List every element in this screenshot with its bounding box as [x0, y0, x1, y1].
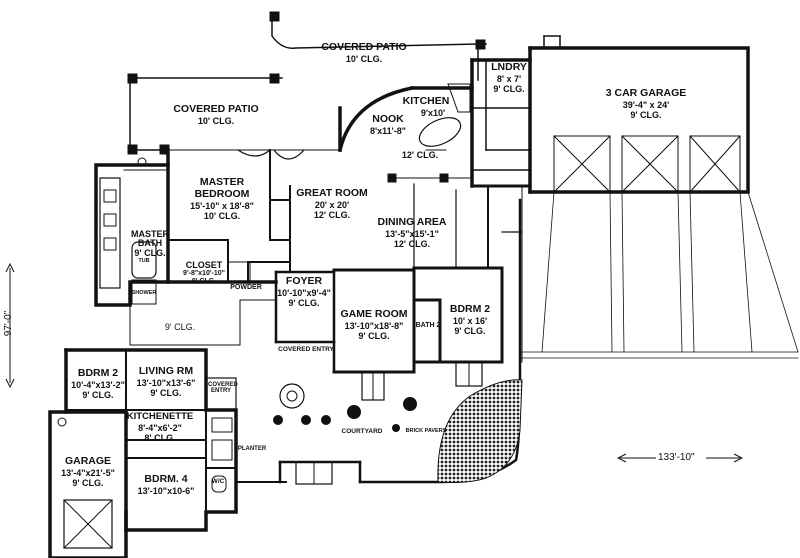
laundry-label: LNDRY 8' x 7' 9' CLG. — [491, 61, 527, 94]
room-name: LNDRY — [491, 61, 527, 73]
room-ceiling: 9' CLG. — [72, 477, 104, 488]
hall-ceiling-label: 9' CLG. — [165, 322, 195, 332]
room-name: GAME ROOM — [340, 308, 408, 320]
covered-patio-top-outline — [271, 13, 479, 81]
room-size: 13'-4"x21'-5" — [61, 467, 115, 478]
room-size: 8'-4"x6'-2" — [138, 422, 182, 433]
room-name: GARAGE — [64, 455, 112, 467]
brick-pavers-label: BRICK PAVERS — [405, 428, 447, 434]
room-ceiling: 9' CLG. — [454, 325, 486, 336]
room-name: KITCHENETTE — [126, 411, 194, 422]
room-size: 10'-10"x9'-4" — [277, 287, 331, 298]
room-ceiling: 8' CLG. — [144, 432, 176, 443]
wic-label: W/C — [211, 478, 225, 485]
covered-entry-label: COVERED ENTRY — [278, 346, 334, 353]
room-ceiling: 9' CLG. — [82, 389, 114, 400]
bath2-label: BATH 2 — [415, 322, 441, 329]
room-name: COVERED PATIO — [173, 103, 259, 115]
room-name: COVERED PATIO — [321, 41, 407, 53]
room-size: 10'-4"x13'-2" — [71, 379, 125, 390]
courtyard-wall — [235, 439, 287, 483]
closet-label: CLOSET 9'-8"x10'-10" 9' CLG. — [183, 260, 225, 286]
room-name: CLOSET — [185, 260, 223, 270]
tub-label: TUB — [138, 258, 150, 264]
master-bath-label: MASTER BATH 9' CLG. — [128, 229, 172, 258]
hall-ceiling: 9' CLG. — [164, 322, 196, 332]
room-ceiling: 9' CLG. — [134, 247, 166, 258]
room-name: BDRM 2 — [449, 303, 491, 315]
room-size: 13'-10"x18'-8" — [344, 320, 404, 331]
bdrm2-casita-label: BDRM 2 10'-4"x13'-2" 9' CLG. — [71, 367, 125, 400]
room-name: DINING AREA — [377, 216, 447, 228]
room-name: BDRM. 4 — [144, 473, 188, 485]
room-size: 20' x 20' — [314, 199, 350, 210]
room-ceiling: 9' CLG. — [191, 277, 217, 285]
room-name: LIVING RM — [138, 365, 194, 377]
room-ceiling: 10' CLG. — [197, 115, 235, 126]
covered-patio-left-label: COVERED PATIO 10' CLG. — [173, 103, 259, 126]
overall-depth-dimension: 97'-0" — [3, 310, 15, 337]
covered-entry-casita-label: COVERED ENTRY — [208, 382, 238, 394]
room-name: MASTER BEDROOM — [194, 176, 250, 200]
covered-patio-top-label: COVERED PATIO 10' CLG. — [321, 41, 407, 64]
covered-patio-left-outline — [129, 77, 169, 151]
brick-pavers-area — [437, 379, 523, 483]
casita-walls — [64, 348, 238, 532]
garage-small-walls — [48, 410, 128, 558]
room-size: 15'-10" x 18'-8" — [190, 200, 254, 211]
foyer-label: FOYER 10'-10"x9'-4" 9' CLG. — [277, 275, 331, 308]
room-ceiling: 9' CLG. — [493, 83, 525, 94]
room-name: GREAT ROOM — [296, 187, 368, 199]
room-size: 13'-5"x15'-1" — [385, 228, 439, 239]
room-ceiling: 9' CLG. — [630, 109, 662, 120]
bdrm4-label: BDRM. 4 13'-10"x10-6" — [137, 473, 195, 496]
game-room-label: GAME ROOM 13'-10"x18'-8" 9' CLG. — [340, 308, 408, 341]
room-size: 9'-8"x10'-10" — [183, 270, 225, 278]
garage-small-label: GARAGE 13'-4"x21'-5" 9' CLG. — [61, 455, 115, 488]
room-size: 13'-10"x13'-6" — [136, 377, 196, 388]
master-bedroom-label: MASTER BEDROOM 15'-10" x 18'-8" 10' CLG. — [187, 176, 257, 221]
nook-label: NOOK 8'x11'-8" — [369, 113, 407, 136]
kitchen-label: KITCHEN 9'x10' — [402, 95, 450, 118]
room-ceiling: 12' CLG. — [401, 150, 439, 160]
room-ceiling: 10' CLG. — [203, 210, 241, 221]
room-size: 9'x10' — [420, 107, 446, 118]
dining-label: DINING AREA 13'-5"x15'-1" 12' CLG. — [377, 216, 447, 249]
room-size: 8' x 7' — [496, 73, 522, 84]
room-size: 39'-4" x 24' — [622, 99, 670, 110]
room-ceiling: 12' CLG. — [313, 209, 351, 220]
room-ceiling: 12' CLG. — [393, 238, 431, 249]
shower-label: SHOWER — [131, 290, 157, 296]
room-name: MASTER BATH — [131, 229, 169, 249]
garage-3car-walls — [528, 46, 750, 194]
living-rm-label: LIVING RM 13'-10"x13'-6" 9' CLG. — [136, 365, 196, 398]
room-size: 13'-10"x10-6" — [137, 485, 195, 496]
bdrm2-main-label: BDRM 2 10' x 16' 9' CLG. — [449, 303, 491, 336]
planter-label: PLANTER — [237, 446, 267, 452]
room-size: 10' x 16' — [452, 315, 488, 326]
room-size: 8'x11'-8" — [369, 125, 407, 136]
garage-3car-label: 3 CAR GARAGE 39'-4" x 24' 9' CLG. — [605, 87, 687, 120]
room-name: 3 CAR GARAGE — [605, 87, 687, 99]
room-ceiling: 9' CLG. — [288, 297, 320, 308]
master-bath-wing — [94, 163, 170, 307]
overall-width-dimension: 133'-10" — [658, 452, 695, 463]
room-ceiling: 10' CLG. — [345, 53, 383, 64]
room-ceiling: 9' CLG. — [358, 330, 390, 341]
powder-label: POWDER — [230, 284, 262, 291]
room-name: BDRM 2 — [77, 367, 119, 379]
kitchenette-label: KITCHENETTE 8'-4"x6'-2" 8' CLG. — [126, 411, 194, 443]
room-name: FOYER — [285, 275, 323, 287]
great-room-label: GREAT ROOM 20' x 20' 12' CLG. — [296, 187, 368, 220]
courtyard-label: COURTYARD — [341, 428, 383, 435]
room-name: NOOK — [372, 113, 404, 125]
room-ceiling: 9' CLG. — [150, 387, 182, 398]
room-name: KITCHEN — [402, 95, 450, 107]
nook-ceiling-label: 12' CLG. — [402, 150, 438, 160]
